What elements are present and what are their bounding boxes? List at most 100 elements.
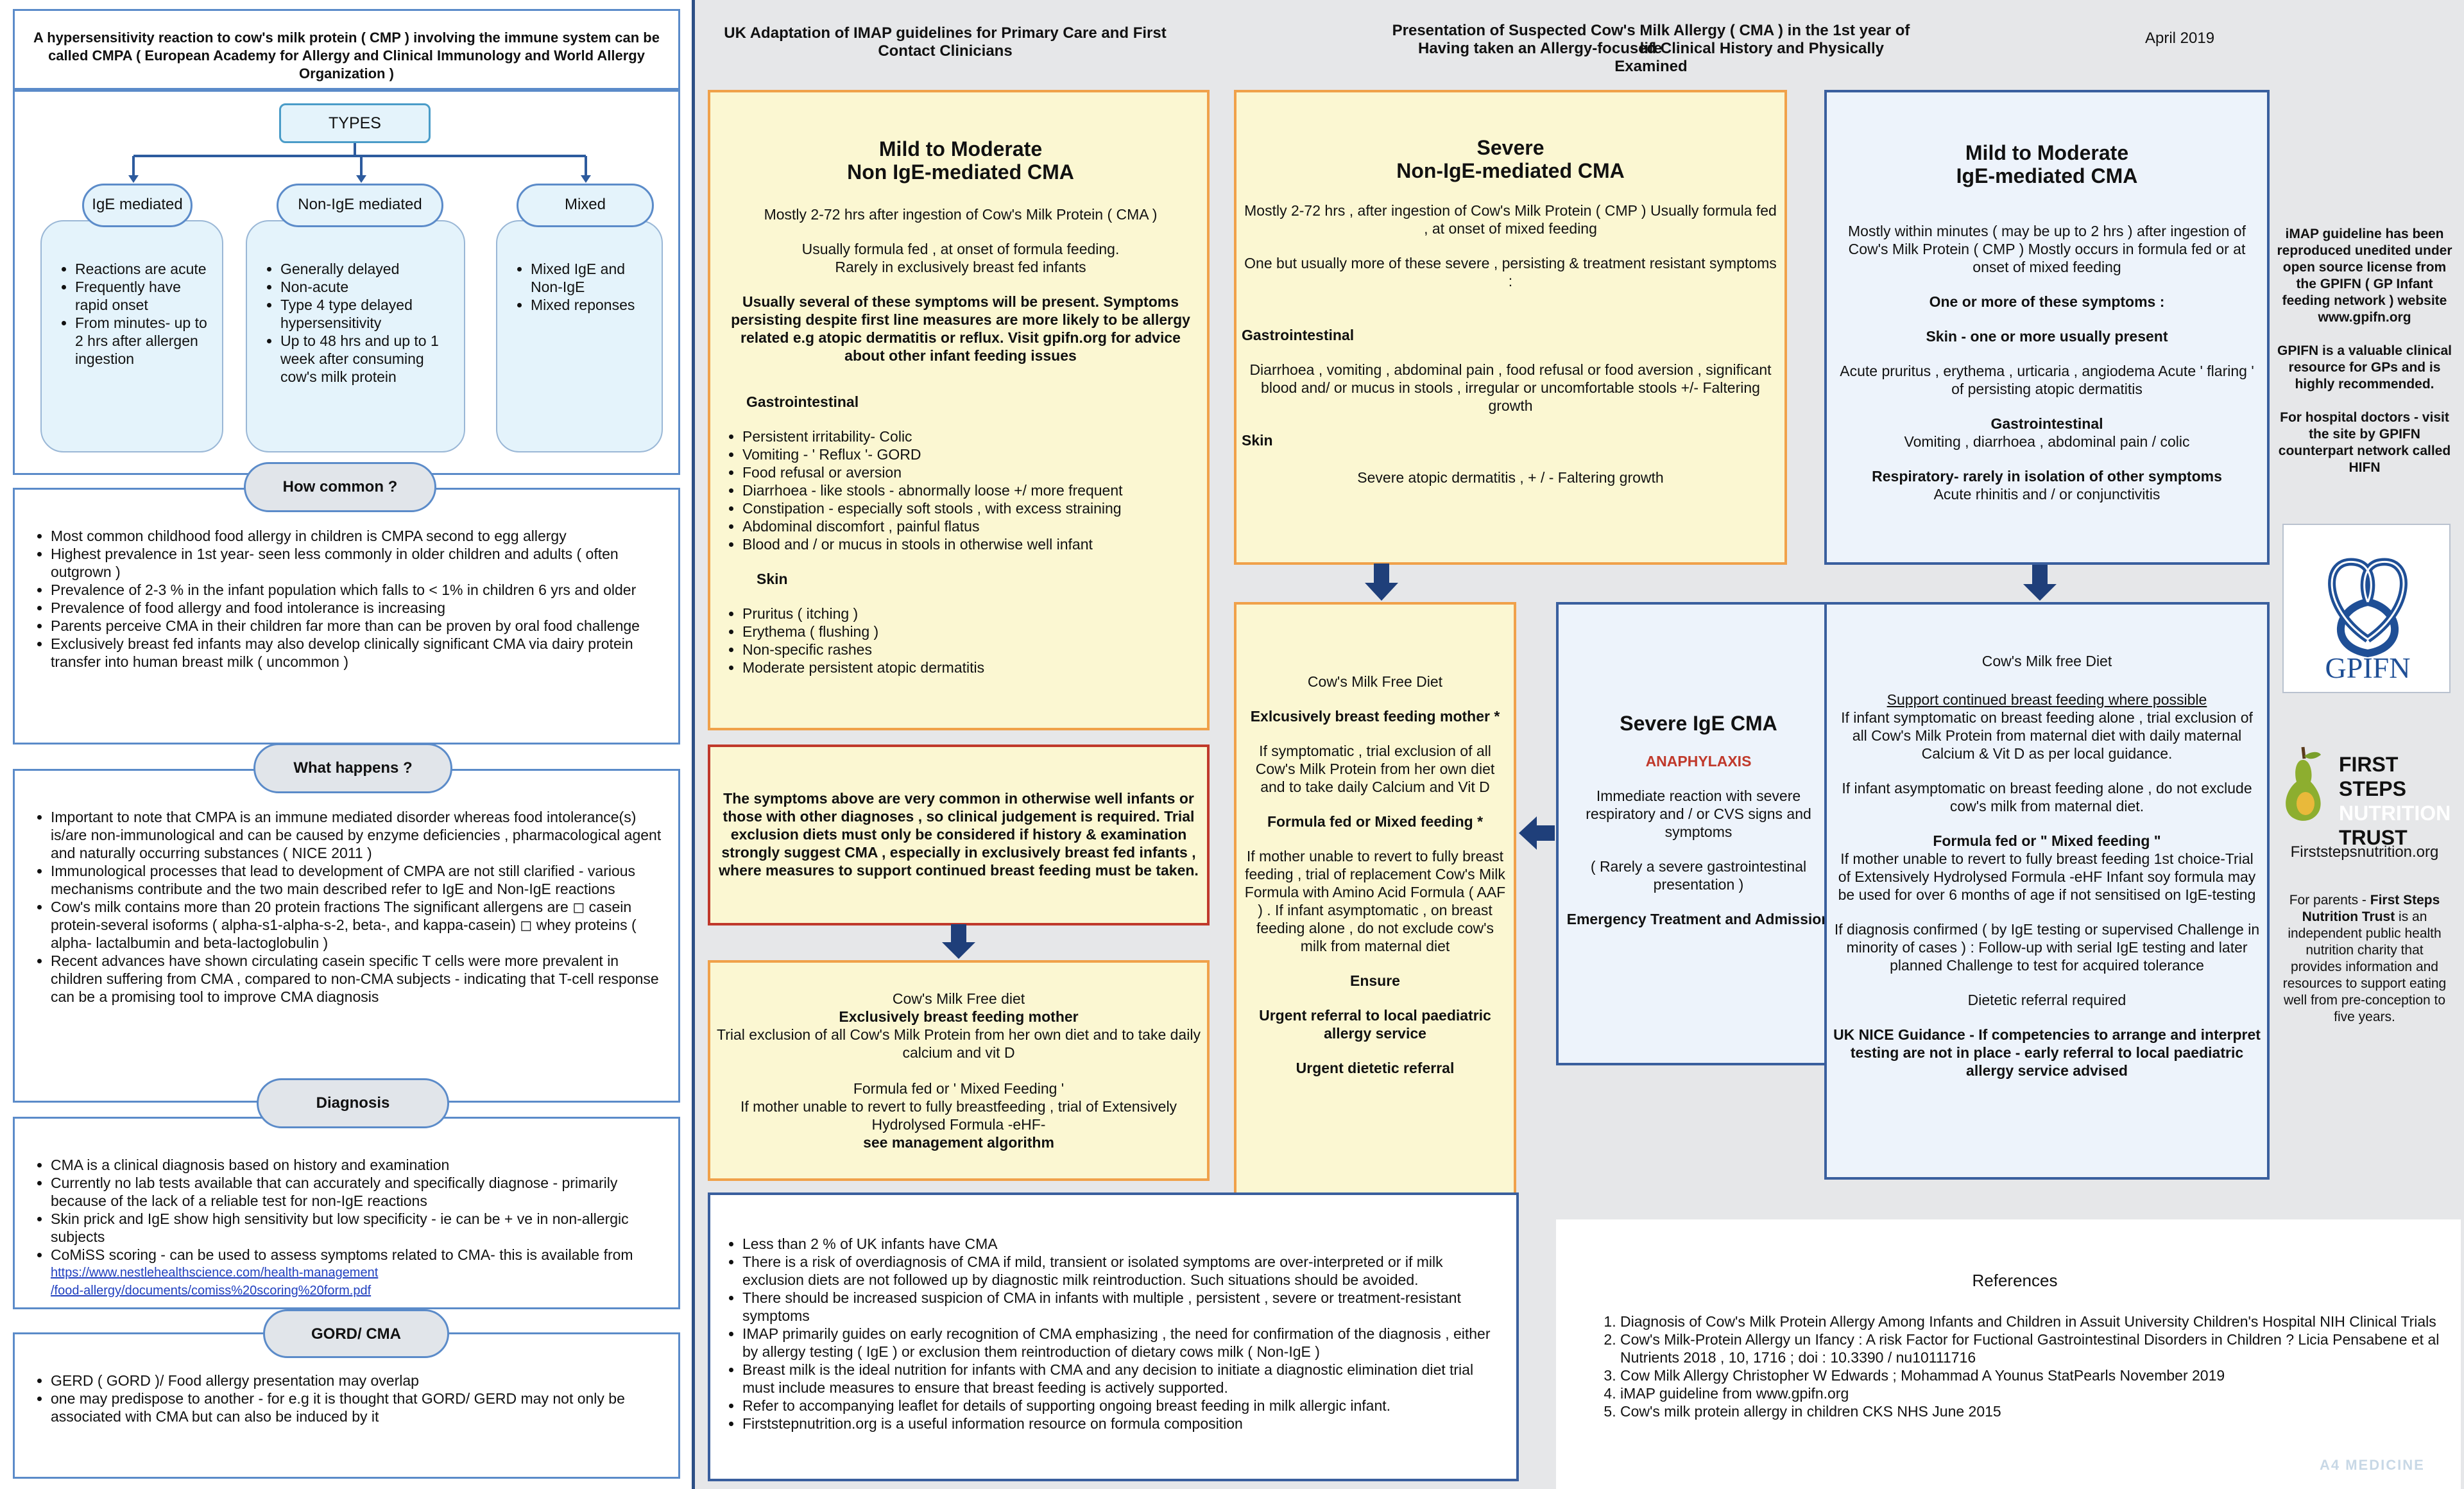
date-label: April 2019 [2145,30,2215,47]
ige-cow-milk-free-diet: Cow's Milk free Diet Support continued b… [1824,602,2270,1180]
non-ige-type-list: Generally delayedNon-acuteType 4 type de… [246,220,465,452]
gpifn-knot-icon [2328,558,2408,658]
references-title: References [1972,1271,2058,1290]
non-ige-mediated-node: Non-IgE mediated [277,184,443,227]
mild-diet-breastfeeding: Exclusively breast feeding mother [839,1008,1079,1025]
side-license-note: iMAP guideline has been reproduced unedi… [2277,227,2452,325]
mild-ige-box: Mild to Moderate IgE-mediated CMA Mostly… [1824,90,2270,565]
what-happens-title: What happens ? [253,743,452,793]
left-arrow-anaphylaxis [1519,816,1555,850]
mild-diet-formula: Formula fed or ' Mixed Feeding ' [853,1080,1065,1097]
mild-ige-title-2: IgE-mediated CMA [1956,164,2138,187]
severe-diet-ensure: Ensure [1350,972,1400,989]
mixed-node: Mixed [517,184,654,227]
mild-ige-resp-text: Acute rhinitis and / or conjunctivitis [1933,486,2160,503]
ige-diet-symptomatic: If infant symptomatic on breast feeding … [1841,709,2253,762]
severe-ige-title: Severe IgE CMA [1620,712,1777,735]
severe-diet-trial: If symptomatic , trial exclusion of all … [1255,743,1495,795]
ige-diet-dietetic-referral: Dietetic referral required [1967,992,2126,1008]
diagnosis-title: Diagnosis [257,1078,449,1128]
anaphylaxis-label: ANAPHYLAXIS [1645,753,1752,770]
down-arrow-mild [942,924,975,959]
clinical-judgement-warning: The symptoms above are very common in ot… [708,744,1210,925]
mild-ige-skin-text: Acute pruritus , erythema , urticaria , … [1840,363,2254,397]
comiss-link[interactable]: https://www.nestlehealthscience.com/heal… [51,1266,379,1280]
mild-ige-timing: Mostly within minutes ( may be up to 2 h… [1848,223,2246,275]
pear-logo-icon [2280,746,2325,823]
mild-cow-milk-free-diet: Cow's Milk Free diet Exclusively breast … [708,960,1210,1181]
severe-diet-title: Cow's Milk Free Diet [1307,673,1443,690]
severe-ige-reaction: Immediate reaction with severe respirato… [1586,788,1811,840]
cmpa-definition: A hypersensitivity reaction to cow's mil… [13,9,680,90]
skin-list: Pruritus ( itching )Erythema ( flushing … [723,605,1198,676]
mild-non-ige-title-2: Non IgE-mediated CMA [847,160,1074,184]
severe-non-ige-box: Severe Non-IgE-mediated CMA Mostly 2-72 … [1234,90,1787,565]
fstrust-logo-text: FIRST STEPS NUTRITION TRUST [2339,753,2451,849]
how-common-box: Most common childhood food allergy in ch… [13,488,680,744]
mild-ige-gi-label: Gastrointestinal [1990,415,2103,432]
severe-symptoms-intro: One but usually more of these severe , p… [1244,255,1777,289]
down-arrow-severe [1365,564,1398,601]
ige-diet-ehf: If mother unable to revert to fully brea… [1838,850,2256,903]
mild-ige-skin-label: Skin - one or more usually present [1926,328,2168,345]
mild-diet-ehf: If mother unable to revert to fully brea… [740,1098,1177,1133]
mild-non-ige-timing: Mostly 2-72 hrs after ingestion of Cow's… [764,206,1158,223]
mild-diet-title: Cow's Milk Free diet [892,990,1025,1007]
ige-diet-followup: If diagnosis confirmed ( by IgE testing … [1834,921,2260,974]
ige-diet-title: Cow's Milk free Diet [1981,653,2112,669]
severe-ige-gi-note: ( Rarely a severe gastrointestinal prese… [1590,858,1807,893]
mild-ige-title-1: Mild to Moderate [1965,141,2129,164]
severe-ige-box: Severe IgE CMA ANAPHYLAXIS Immediate rea… [1556,602,1841,1065]
severe-diet-paediatric-referral: Urgent referral to local paediatric alle… [1259,1007,1491,1042]
ige-diet-asymptomatic: If infant asymptomatic on breast feeding… [1842,780,2252,814]
diagnosis-box: CMA is a clinical diagnosis based on his… [13,1117,680,1309]
bottom-notes: Less than 2 % of UK infants have CMATher… [708,1192,1519,1481]
side-gpifn-note: GPIFN is a valuable clinical resource fo… [2277,343,2452,392]
ige-diet-formula-label: Formula fed or " Mixed feeding " [1933,832,2161,849]
mixed-type-list: Mixed IgE and Non-IgEMixed reponses [496,220,663,452]
down-arrow-ige [2023,565,2057,601]
severe-skin-text: Severe atopic dermatitis , + / - Falteri… [1357,469,1664,486]
mild-non-ige-box: Mild to Moderate Non IgE-mediated CMA Mo… [708,90,1210,730]
mild-ige-symptoms-intro: One or more of these symptoms : [1929,293,2165,310]
gord-title: GORD/ CMA [263,1309,449,1358]
watermark: A4 MEDICINE [2320,1457,2425,1473]
fstrust-description: For parents - First Steps Nutrition Trus… [2282,893,2447,1024]
mild-diet-trial-exclusion: Trial exclusion of all Cow's Milk Protei… [717,1026,1201,1061]
skin-label: Skin [757,571,788,587]
ige-diet-support: Support continued breast feeding where p… [1887,691,2207,708]
severe-ige-emergency: Emergency Treatment and Admission [1566,911,1831,927]
ige-diet-nice-guidance: UK NICE Guidance - If competencies to ar… [1833,1026,2261,1079]
types-label: TYPES [279,103,431,143]
comiss-link-path[interactable]: /food-allergy/documents/comiss%20scoring… [51,1284,372,1298]
main-area: UK Adaptation of IMAP guidelines for Pri… [692,0,2464,1489]
presentation-title-2: Having taken an Allergy-focused Clinical… [1418,40,1884,75]
severe-gi-label: Gastrointestinal [1242,327,1355,343]
gastro-list: Persistent irritability- ColicVomiting -… [723,427,1198,553]
severe-diet-formula: Formula fed or Mixed feeding * [1267,813,1484,830]
mild-ige-gi-text: Vomiting , diarrhoea , abdominal pain / … [1904,433,2190,450]
side-hifn-note: For hospital doctors - visit the site by… [2278,410,2451,475]
severe-diet-aaf: If mother unable to revert to fully brea… [1244,848,1506,954]
side-info: iMAP guideline has been reproduced unedi… [2275,226,2454,476]
types-panel: TYPES Reactions are acuteFrequently have… [13,90,680,475]
mild-diet-algorithm: see management algorithm [863,1134,1054,1151]
severe-timing: Mostly 2-72 hrs , after ingestion of Cow… [1244,202,1777,237]
guideline-title: UK Adaptation of IMAP guidelines for Pri… [724,24,1167,60]
mild-non-ige-title-1: Mild to Moderate [878,137,1043,160]
references-list: Diagnosis of Cow's Milk Protein Allergy … [1575,1313,2454,1420]
ige-mediated-node: IgE mediated [82,184,193,227]
mild-ige-resp-label: Respiratory- rarely in isolation of othe… [1872,468,2222,485]
mild-non-ige-symptoms-note: Usually several of these symptoms will b… [731,293,1190,364]
left-column: A hypersensitivity reaction to cow's mil… [0,0,687,1489]
severe-title-2: Non-IgE-mediated CMA [1396,159,1625,182]
gpifn-logo-text: GPIFN [2325,651,2411,684]
references-panel: References Diagnosis of Cow's Milk Prote… [1556,1219,2461,1489]
what-happens-box: Important to note that CMPA is an immune… [13,769,680,1103]
gpifn-logo: GPIFN [2282,524,2451,693]
mild-non-ige-breastfed: Rarely in exclusively breast fed infants [835,259,1086,275]
how-common-title: How common ? [244,462,436,512]
gastro-label: Gastrointestinal [746,393,859,410]
fstrust-url[interactable]: Firststepsnutrition.org [2290,843,2439,861]
presentation-title-1: Presentation of Suspected Cow's Milk All… [1392,22,1910,57]
